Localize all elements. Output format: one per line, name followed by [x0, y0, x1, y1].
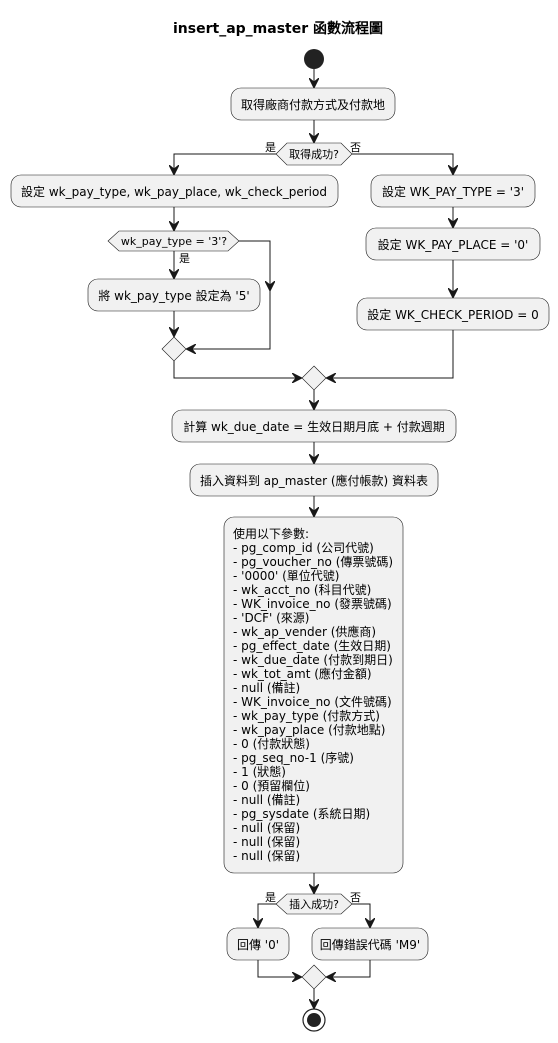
params-title: 使用以下參數: [233, 526, 309, 541]
action-set-pay-place-0-label: 設定 WK_PAY_PLACE = '0' [378, 237, 529, 252]
param-item: - pg_seq_no-1 (序號) [233, 750, 354, 765]
decision-get-success-label: 取得成功? [289, 148, 339, 161]
action-set-type5-label: 將 wk_pay_type 設定為 '5' [98, 288, 249, 303]
param-item: - wk_pay_place (付款地點) [233, 723, 385, 737]
param-item: - wk_ap_vender (供應商) [233, 624, 376, 639]
branch-label-insert-no: 否 [350, 891, 361, 904]
param-item: - wk_due_date (付款到期日) [233, 653, 393, 667]
param-item: - pg_comp_id (公司代號) [233, 541, 374, 555]
param-item: - WK_invoice_no (文件號碼) [233, 694, 392, 709]
param-item: - null (保留) [233, 821, 300, 835]
param-item: - null (保留) [233, 849, 300, 863]
end-node [307, 1013, 321, 1027]
action-insert-ap-master-label: 插入資料到 ap_master (應付帳款) 資料表 [200, 473, 428, 488]
params-list: - pg_comp_id (公司代號)- pg_voucher_no (傳票號碼… [233, 541, 393, 863]
param-item: - pg_sysdate (系統日期) [233, 807, 370, 821]
action-set-pay-type-3-label: 設定 WK_PAY_TYPE = '3' [382, 184, 524, 199]
param-item: - wk_acct_no (科目代號) [233, 583, 371, 597]
start-node [304, 49, 324, 69]
param-item: - null (保留) [233, 835, 300, 849]
branch-label-insert-yes: 是 [265, 891, 276, 904]
action-get-payment-method-label: 取得廠商付款方式及付款地 [241, 97, 385, 112]
param-item: - 1 (狀態) [233, 764, 286, 779]
branch-label-type-yes: 是 [179, 252, 190, 265]
param-item: - 0 (付款狀態) [233, 736, 310, 751]
action-set-check-period-0-label: 設定 WK_CHECK_PERIOD = 0 [367, 307, 538, 322]
decision-pay-type-3-label: wk_pay_type = '3'? [121, 235, 227, 248]
decision-insert-success-label: 插入成功? [289, 897, 339, 911]
merge-pay-type [161, 336, 187, 362]
param-item: - pg_effect_date (生效日期) [233, 638, 391, 653]
param-item: - pg_voucher_no (傳票號碼) [233, 555, 393, 569]
branch-label-get-no: 否 [350, 141, 361, 154]
param-item: - null (備註) [233, 792, 300, 807]
action-return-ok-label: 回傳 '0' [237, 938, 279, 952]
param-item: - WK_invoice_no (發票號碼) [233, 596, 392, 611]
param-item: - 0 (預留欄位) [233, 778, 310, 793]
param-item: - wk_tot_amt (應付金額) [233, 666, 372, 681]
param-item: - wk_pay_type (付款方式) [233, 708, 380, 723]
merge-insert-result [301, 964, 327, 990]
param-item: - null (備註) [233, 680, 300, 695]
param-item: - '0000' (單位代號) [233, 568, 339, 583]
merge-get-result [301, 365, 327, 391]
action-get-payment-method [230, 87, 396, 121]
action-return-error-label: 回傳錯誤代碼 'M9' [320, 937, 420, 952]
diagram-title: insert_ap_master 函數流程圖 [173, 20, 383, 37]
branch-label-get-yes: 是 [265, 141, 276, 154]
action-set-three-vars-label: 設定 wk_pay_type, wk_pay_place, wk_check_p… [21, 184, 327, 199]
param-item: - 'DCF' (來源) [233, 611, 309, 625]
action-calc-due-date-label: 計算 wk_due_date = 生效日期月底 + 付款週期 [183, 419, 445, 434]
